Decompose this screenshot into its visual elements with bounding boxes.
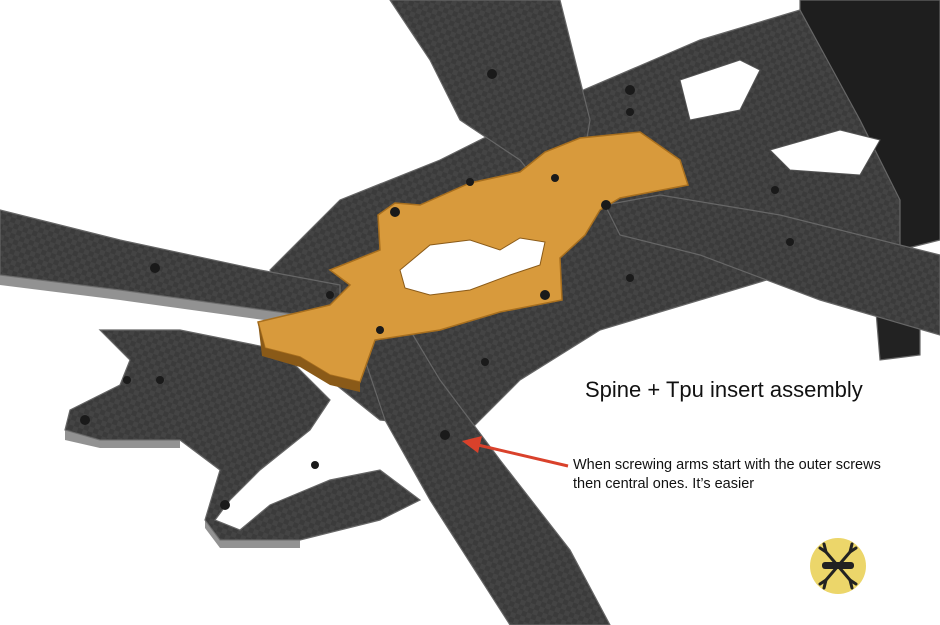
insert-center-cutout <box>399 237 546 296</box>
drone-frame-logo-icon <box>810 538 866 594</box>
mounting-holes <box>80 69 794 510</box>
arm-front-right <box>604 194 940 336</box>
lower-plate <box>64 329 422 541</box>
plate-cutouts <box>679 59 881 176</box>
tpu-insert-edge <box>258 322 360 392</box>
arm-rear-right <box>359 329 611 625</box>
annotation-arrow <box>462 436 569 468</box>
frame-edges <box>0 275 300 548</box>
assembly-note: When screwing arms start with the outer … <box>573 457 881 492</box>
assembly-title: Spine + Tpu insert assembly <box>585 377 863 402</box>
